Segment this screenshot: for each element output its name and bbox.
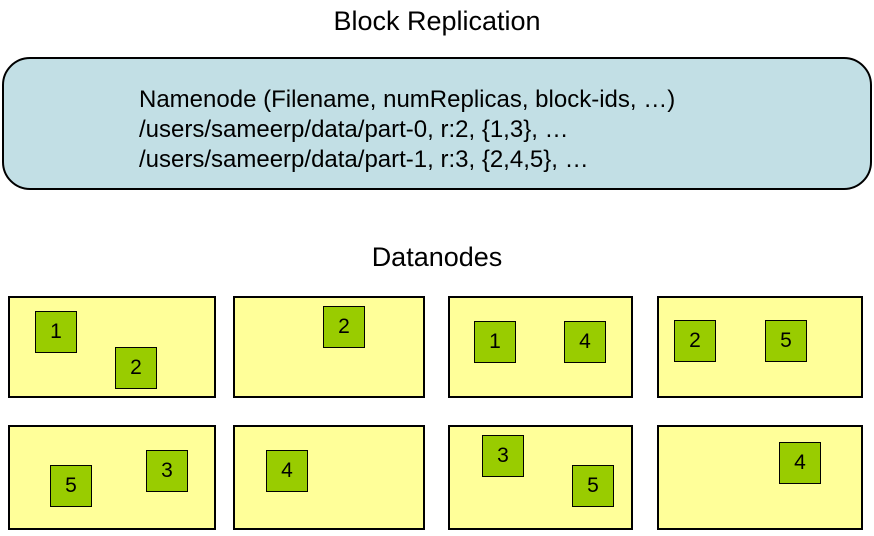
block-4: 4 <box>564 321 606 363</box>
block-4: 4 <box>266 450 308 492</box>
datanode-box-2: 2 <box>233 296 425 398</box>
datanodes-label: Datanodes <box>371 242 503 272</box>
namenode-line-header: Namenode (Filename, numReplicas, block-i… <box>139 86 676 113</box>
datanode-box-8: 4 <box>657 425 863 530</box>
block-2: 2 <box>115 347 157 389</box>
block-1: 1 <box>35 311 77 353</box>
datanode-box-6: 4 <box>233 425 425 530</box>
block-5: 5 <box>50 465 92 507</box>
block-3: 3 <box>146 450 188 492</box>
block-3: 3 <box>482 435 524 477</box>
namenode-text: Namenode (Filename, numReplicas, block-i… <box>139 85 675 175</box>
namenode-line-part0: /users/sameerp/data/part-0, r:2, {1,3}, … <box>139 116 569 143</box>
block-1: 1 <box>474 321 516 363</box>
namenode-line-part1: /users/sameerp/data/part-1, r:3, {2,4,5}… <box>139 146 589 173</box>
block-2: 2 <box>674 320 716 362</box>
block-5: 5 <box>572 465 614 507</box>
block-4: 4 <box>779 442 821 484</box>
block-2: 2 <box>323 306 365 348</box>
page-title: Block Replication <box>333 6 541 36</box>
block-5: 5 <box>765 320 807 362</box>
namenode-box: Namenode (Filename, numReplicas, block-i… <box>2 57 872 190</box>
